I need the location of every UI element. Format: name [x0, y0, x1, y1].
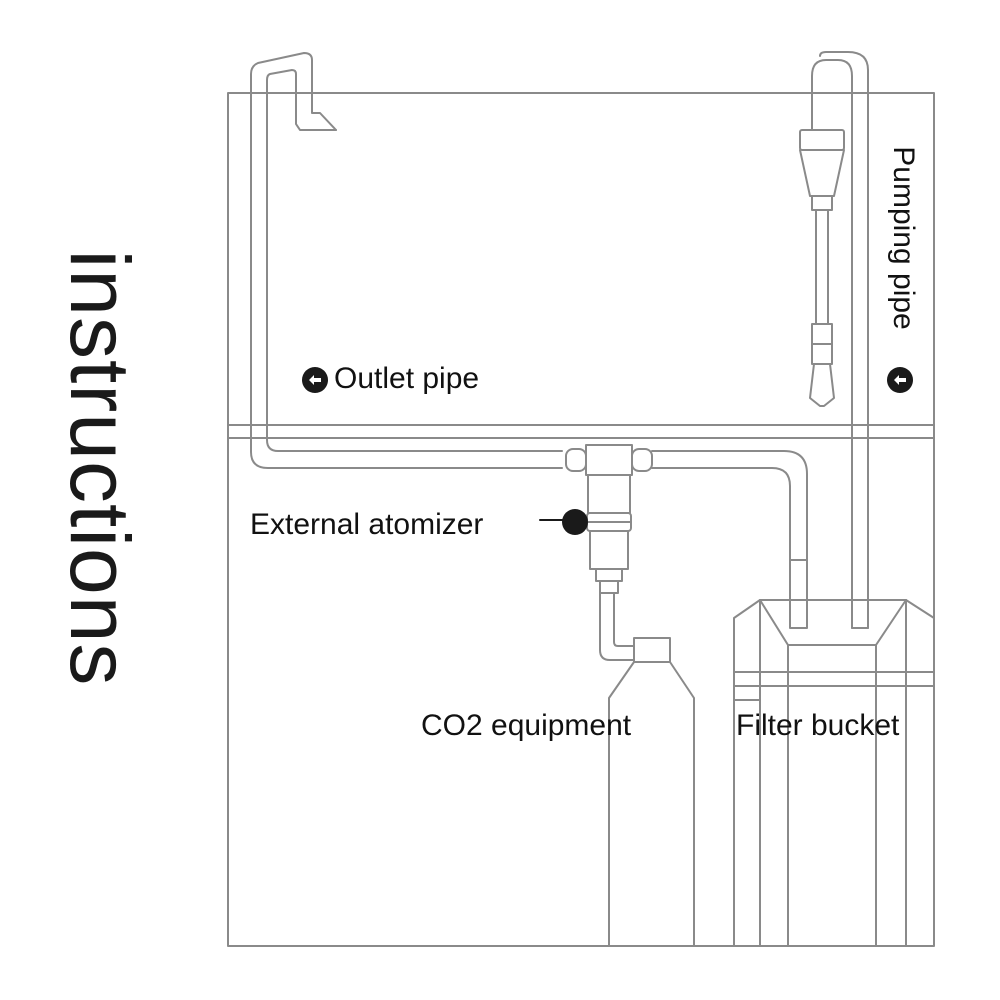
co2-tube	[599, 592, 635, 661]
pumping-pipe-drawing	[799, 51, 869, 629]
return-pipe-inner	[651, 450, 808, 561]
external-atomizer-label: External atomizer	[250, 508, 484, 541]
return-pipe-outer	[651, 467, 791, 561]
left-arrow-circle-icon	[302, 367, 328, 393]
atomizer-body	[586, 512, 632, 594]
filter-bucket	[733, 599, 935, 947]
tank-outline	[227, 92, 935, 947]
aquarium-tank	[227, 92, 935, 947]
outlet-pipe-inner	[266, 69, 563, 452]
diagram-title: instructions	[53, 249, 147, 687]
co2-equipment-label: CO2 equipment	[421, 709, 632, 742]
filter-bucket-label: Filter bucket	[736, 709, 900, 742]
co2-bottle	[608, 637, 695, 947]
outlet-pipe-label: Outlet pipe	[334, 362, 480, 395]
filled-dot-icon	[562, 509, 588, 535]
return-pipe-end	[789, 559, 808, 629]
left-arrow-circle-icon	[887, 367, 913, 393]
t-junction	[565, 444, 653, 514]
pumping-pipe-label: Pumping pipe	[887, 146, 920, 330]
outlet-pipe-drawing	[250, 52, 808, 629]
pumping-pipe-outer	[811, 59, 853, 629]
outlet-pipe-outer	[250, 52, 563, 469]
